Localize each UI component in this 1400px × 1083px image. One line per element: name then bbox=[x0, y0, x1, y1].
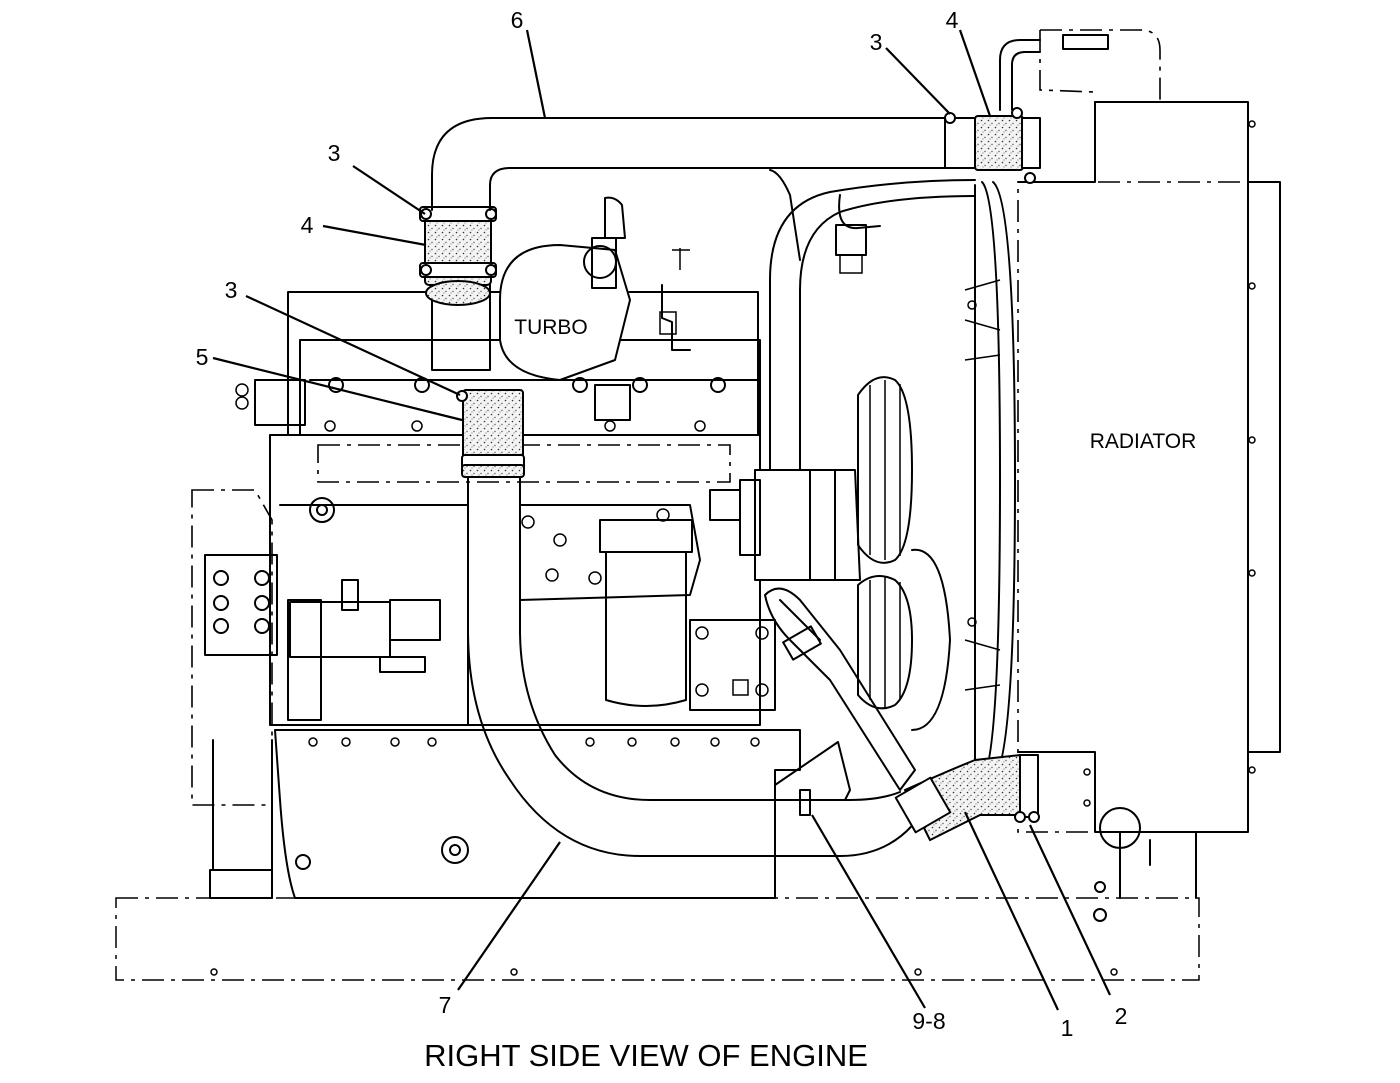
callout-4-turbo-hose: 4 bbox=[301, 212, 314, 238]
turbo-outlet-hose bbox=[419, 206, 497, 371]
callout-7: 7 bbox=[439, 992, 452, 1018]
air-pipe-7 bbox=[467, 474, 931, 857]
callout-3-turbo-clamp: 3 bbox=[328, 140, 341, 166]
hose-5 bbox=[456, 389, 525, 478]
engine-block bbox=[269, 434, 801, 899]
callout-9-8: 9-8 bbox=[912, 1008, 945, 1034]
fan-shroud bbox=[964, 181, 1016, 781]
callout-2: 2 bbox=[1115, 1003, 1128, 1029]
callout-6: 6 bbox=[511, 7, 524, 33]
flywheel-housing bbox=[191, 489, 278, 899]
alternator bbox=[709, 469, 861, 581]
radiator-label: RADIATOR bbox=[1090, 430, 1197, 453]
callout-3-block-clamp: 3 bbox=[225, 277, 238, 303]
diagram-caption: RIGHT SIDE VIEW OF ENGINE bbox=[424, 1038, 868, 1073]
air-pipe-6 bbox=[431, 117, 951, 261]
pulleys bbox=[857, 376, 951, 731]
support-bracket bbox=[774, 741, 851, 816]
upper-radiator-hose bbox=[944, 107, 1041, 184]
hose-clamp-bolt-icon bbox=[420, 208, 432, 220]
coolant-pipe bbox=[769, 179, 976, 471]
callout-4-radiator-hose: 4 bbox=[946, 7, 959, 33]
callout-1: 1 bbox=[1061, 1015, 1074, 1041]
leader-lines bbox=[212, 29, 1111, 1011]
turbocharger bbox=[499, 196, 691, 381]
base-skid bbox=[115, 897, 1200, 981]
lower-radiator-hose bbox=[764, 587, 1040, 842]
callout-3-radiator-clamp: 3 bbox=[870, 29, 883, 55]
callout-5: 5 bbox=[196, 344, 209, 370]
turbo-label: TURBO bbox=[514, 316, 588, 339]
radiator bbox=[999, 29, 1281, 922]
